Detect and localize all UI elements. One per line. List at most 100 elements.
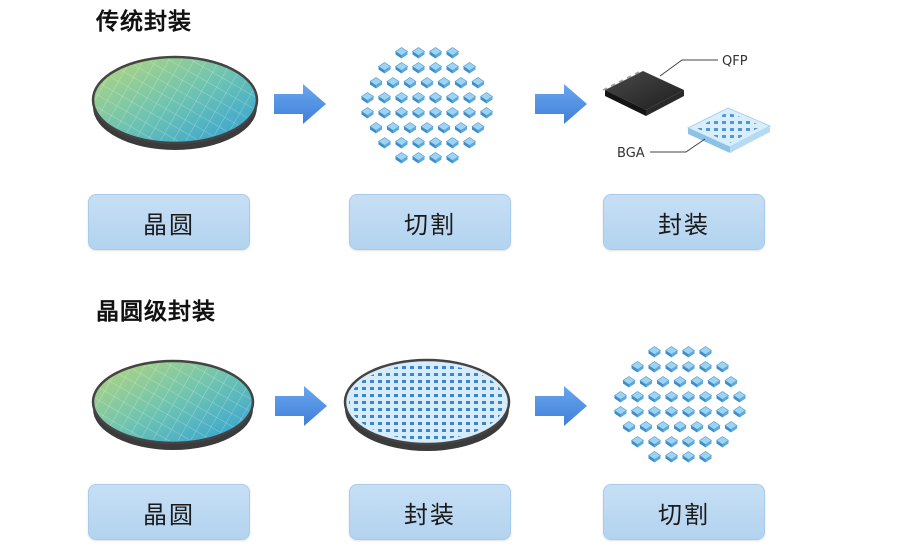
die-chip <box>699 391 712 403</box>
wafer-image <box>91 359 255 450</box>
die-chip <box>639 376 653 388</box>
die-chip <box>446 92 459 104</box>
die-chip <box>369 122 383 134</box>
bga-label: BGA <box>617 146 645 161</box>
die-chip <box>648 451 661 463</box>
die-chip <box>631 391 644 403</box>
die-chip <box>682 346 695 358</box>
die-chip <box>682 406 695 418</box>
die-chip <box>361 107 374 119</box>
arrow-icon <box>535 386 587 426</box>
die-chip <box>690 421 704 433</box>
die-chip <box>412 47 425 59</box>
die-chip <box>682 361 695 373</box>
die-chip <box>699 436 712 448</box>
die-chip <box>454 122 468 134</box>
die-chip <box>724 376 738 388</box>
die-chip <box>395 107 408 119</box>
die-chip <box>648 436 661 448</box>
die-chip <box>724 421 738 433</box>
die-chip <box>665 406 678 418</box>
die-chip <box>471 122 485 134</box>
diced-chips-image <box>614 346 746 463</box>
die-chip <box>733 406 746 418</box>
die-chip <box>648 346 661 358</box>
die-chip <box>622 421 636 433</box>
die-chip <box>386 77 400 89</box>
die-chip <box>429 107 442 119</box>
die-chip <box>446 47 459 59</box>
arrow-icon <box>275 386 327 426</box>
die-chip <box>631 436 644 448</box>
packaged-wafer-image <box>343 358 511 451</box>
die-chip <box>707 421 721 433</box>
die-chip <box>420 122 434 134</box>
die-chip <box>699 451 712 463</box>
die-chip <box>463 107 476 119</box>
die-chip <box>471 77 485 89</box>
step-packaging-label: 封装 <box>603 194 765 250</box>
step-wafer-label: 晶圆 <box>88 194 250 250</box>
arrow-icon <box>274 84 326 124</box>
die-chip <box>690 376 704 388</box>
die-chip <box>378 137 391 149</box>
die-chip <box>412 137 425 149</box>
die-chip <box>699 406 712 418</box>
die-chip <box>378 62 391 74</box>
die-chip <box>412 152 425 164</box>
die-chip <box>631 406 644 418</box>
bga-package-image <box>650 107 772 153</box>
die-chip <box>639 421 653 433</box>
die-chip <box>614 391 627 403</box>
die-chip <box>412 62 425 74</box>
die-chip <box>716 406 729 418</box>
die-chip <box>463 62 476 74</box>
die-chip <box>648 361 661 373</box>
die-chip <box>446 107 459 119</box>
die-chip <box>446 62 459 74</box>
traditional-packaging-title: 传统封装 <box>96 9 192 35</box>
arrow-icon <box>535 84 587 124</box>
die-chip <box>733 391 746 403</box>
die-chip <box>665 436 678 448</box>
die-chip <box>403 77 417 89</box>
die-chip <box>673 421 687 433</box>
die-chip <box>378 92 391 104</box>
qfp-label: QFP <box>722 54 748 69</box>
die-chip <box>429 92 442 104</box>
die-chip <box>369 77 383 89</box>
die-chip <box>716 391 729 403</box>
die-chip <box>386 122 400 134</box>
die-chip <box>682 391 695 403</box>
die-chip <box>480 107 493 119</box>
die-chip <box>480 92 493 104</box>
die-chip <box>429 62 442 74</box>
diced-chips-image <box>361 47 493 164</box>
die-chip <box>656 376 670 388</box>
die-chip <box>631 361 644 373</box>
die-chip <box>665 451 678 463</box>
die-chip <box>395 62 408 74</box>
die-chip <box>673 376 687 388</box>
die-chip <box>395 47 408 59</box>
die-chip <box>665 346 678 358</box>
step-dicing-label: 切割 <box>349 194 511 250</box>
die-chip <box>412 92 425 104</box>
die-chip <box>699 361 712 373</box>
die-chip <box>682 451 695 463</box>
die-chip <box>682 436 695 448</box>
die-chip <box>412 107 425 119</box>
die-chip <box>395 152 408 164</box>
die-chip <box>622 376 636 388</box>
die-chip <box>446 152 459 164</box>
qfp-package-image <box>602 59 718 116</box>
die-chip <box>614 406 627 418</box>
die-chip <box>648 406 661 418</box>
die-chip <box>429 137 442 149</box>
step-wafer-label: 晶圆 <box>88 484 250 540</box>
step-dicing-label: 切割 <box>603 484 765 540</box>
die-chip <box>395 92 408 104</box>
die-chip <box>665 391 678 403</box>
die-chip <box>716 436 729 448</box>
